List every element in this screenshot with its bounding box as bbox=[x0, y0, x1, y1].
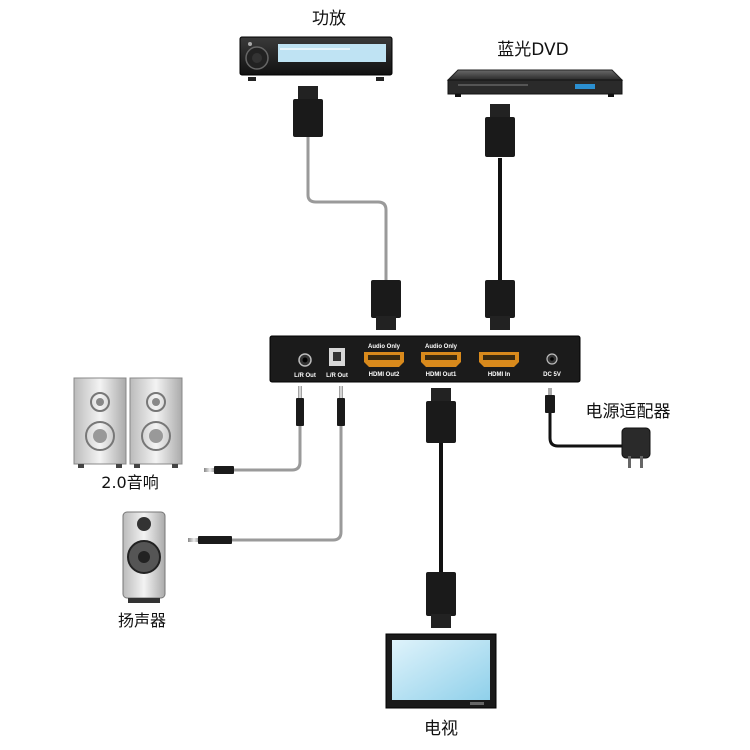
power-cable bbox=[548, 412, 624, 448]
power-adapter-icon bbox=[621, 427, 651, 468]
amplifier-label: 功放 bbox=[312, 9, 346, 29]
stereo-speakers-icon bbox=[73, 377, 183, 468]
bluray-front-panel bbox=[447, 79, 623, 95]
port-label-lr-analog: L/R Out bbox=[294, 373, 316, 379]
port-top-label-out2: Audio Only bbox=[368, 344, 401, 350]
audio-jack-plug-icon bbox=[337, 386, 345, 426]
hdmi-plug-icon bbox=[371, 280, 401, 330]
hdmi-plug-icon bbox=[485, 280, 515, 330]
disc-tray-icon bbox=[458, 84, 528, 86]
speaker-icon bbox=[122, 511, 166, 603]
audio-cable-speaker bbox=[232, 426, 343, 542]
power-adapter-label: 电源适配器 bbox=[586, 402, 671, 422]
port-label-hdmi-in: HDMI In bbox=[488, 372, 511, 378]
tv-screen bbox=[392, 640, 490, 700]
bluray-label: 蓝光DVD bbox=[497, 40, 569, 60]
audio-jack-plug-icon bbox=[188, 536, 232, 544]
port-label-dc: DC 5V bbox=[543, 372, 561, 378]
audio-jack-plug-icon bbox=[204, 466, 234, 474]
hdmi-plug-icon bbox=[485, 104, 515, 157]
port-label-lr-optical: L/R Out bbox=[326, 373, 348, 379]
port-top-label-out1: Audio Only bbox=[425, 344, 458, 350]
hdmi-plug-icon bbox=[426, 388, 456, 443]
audio-cable-2ch bbox=[232, 426, 302, 472]
hdmi-plug-icon bbox=[426, 572, 456, 628]
amplifier-display bbox=[278, 44, 386, 62]
dc-plug-icon bbox=[545, 388, 555, 413]
tv-icon bbox=[385, 633, 497, 709]
port-label-hdmi-out2: HDMI Out2 bbox=[369, 372, 400, 378]
port-label-hdmi-out1: HDMI Out1 bbox=[426, 372, 457, 378]
hdmi-plug-icon bbox=[293, 86, 323, 137]
speaker-label: 扬声器 bbox=[118, 611, 166, 630]
tv-label: 电视 bbox=[424, 719, 458, 739]
amplifier bbox=[239, 36, 393, 81]
audio-jack-plug-icon bbox=[296, 386, 304, 426]
hdmi-audio-extractor: L/R Out L/R Out Audio Only HDMI Out2 Aud… bbox=[269, 335, 581, 383]
amp-hdmi-cable bbox=[306, 137, 388, 282]
stereo-speakers-label: 2.0音响 bbox=[101, 473, 158, 492]
bluray-player bbox=[446, 69, 624, 97]
